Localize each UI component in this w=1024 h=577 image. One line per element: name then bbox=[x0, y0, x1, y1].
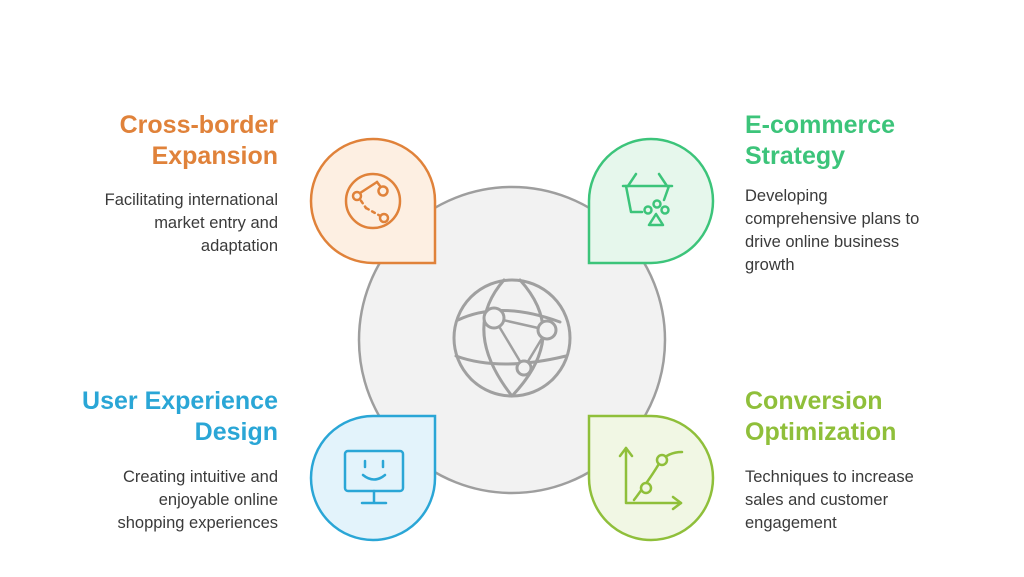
title-conversion: Conversion Optimization bbox=[745, 387, 897, 446]
title-cross-border: Cross-border Expansion bbox=[119, 111, 278, 170]
smiley-monitor-icon bbox=[343, 449, 405, 505]
desc-cross-border: Facilitating international market entry … bbox=[104, 191, 278, 255]
petal-cross-border bbox=[309, 137, 437, 265]
desc-ecommerce: Developing comprehensive plans to drive … bbox=[745, 187, 920, 274]
title-ecommerce: E-commerce Strategy bbox=[745, 111, 896, 170]
petal-ecommerce bbox=[587, 137, 715, 265]
title-ux-design: User Experience Design bbox=[82, 387, 278, 446]
desc-conversion: Techniques to increase sales and custome… bbox=[745, 468, 914, 532]
network-nodes-icon bbox=[344, 172, 402, 230]
petal-ux-design bbox=[309, 414, 437, 542]
desc-ux-design: Creating intuitive and enjoyable online … bbox=[117, 468, 278, 532]
shopping-basket-icon bbox=[621, 172, 674, 227]
growth-chart-icon bbox=[618, 446, 684, 511]
globe-network-icon bbox=[452, 278, 572, 398]
